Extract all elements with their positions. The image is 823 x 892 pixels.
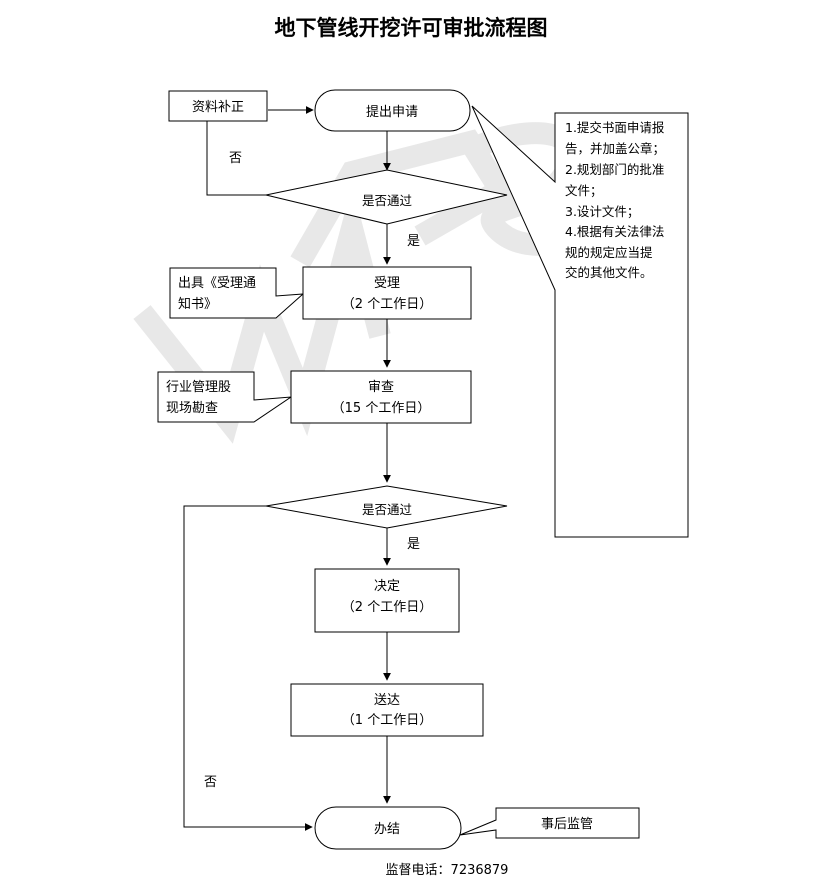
docs-line-7: 规的规定应当提 (565, 245, 653, 260)
accept-title: 受理 (374, 276, 400, 291)
accept-box (302, 266, 472, 320)
supplement-label: 资料补正 (192, 100, 244, 115)
deliver-box (290, 683, 484, 737)
review-box (290, 370, 472, 424)
docs-line-4: 文件； (565, 183, 603, 198)
line-check2-no (183, 505, 313, 831)
docs-line-1: 1.提交书面申请报 (565, 120, 665, 135)
yes-label-1: 是 (407, 234, 420, 249)
connectors (183, 106, 391, 831)
done-node (314, 806, 462, 850)
survey-line-1: 行业管理股 (166, 380, 231, 395)
decide-box (314, 568, 460, 633)
deliver-title: 送达 (374, 693, 400, 708)
supplement-box (168, 90, 268, 122)
decide-title: 决定 (374, 579, 400, 594)
deliver-days: （1 个工作日） (342, 713, 432, 728)
docs-line-6: 4.根据有关法律法 (565, 224, 664, 239)
done-label: 办结 (374, 822, 400, 837)
yes-label-2: 是 (407, 537, 420, 552)
check1-diamond (265, 169, 508, 225)
survey-line-2: 现场勘查 (166, 401, 218, 416)
no-label-2: 否 (204, 775, 217, 790)
line-check1-no (206, 121, 266, 196)
review-days: （15 个工作日） (332, 401, 431, 416)
supervise-callout (459, 807, 640, 839)
review-title: 审查 (368, 380, 394, 395)
check1-label: 是否通过 (362, 193, 413, 208)
docs-line-8: 交的其他文件。 (565, 265, 653, 280)
supervise-label: 事后监管 (541, 817, 593, 832)
docs-line-2: 告，并加盖公章； (565, 141, 665, 156)
no-label-1: 否 (229, 151, 242, 166)
accept-days: （2 个工作日） (342, 297, 432, 312)
docs-line-5: 3.设计文件； (565, 204, 639, 219)
hotline: 监督电话：7236879 (386, 863, 509, 878)
check2-label: 是否通过 (362, 502, 413, 517)
docs-line-3: 2.规划部门的批准 (565, 162, 664, 177)
page-title: 地下管线开挖许可审批流程图 (275, 16, 548, 40)
submit-label: 提出申请 (366, 104, 418, 120)
docs-callout (471, 105, 689, 538)
notice-line-2: 知书》 (178, 296, 217, 312)
notice-line-1: 出具《受理通 (178, 276, 256, 291)
submit-node (314, 89, 471, 132)
decide-days: （2 个工作日） (342, 600, 432, 615)
check2-diamond (265, 485, 508, 529)
